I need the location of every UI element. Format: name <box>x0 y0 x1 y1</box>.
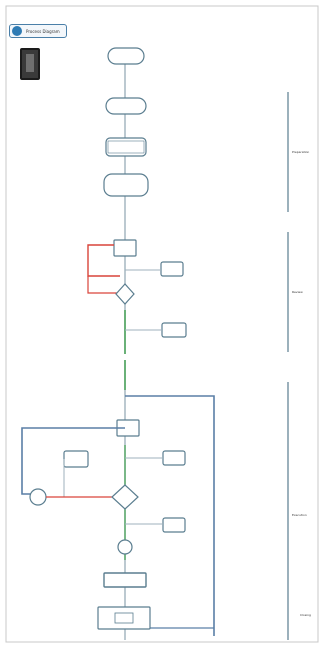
right-note-box-2 <box>162 517 186 533</box>
process-node-2 <box>105 137 147 157</box>
review-feedback-loop <box>87 244 120 277</box>
review-feedback-return <box>87 276 118 294</box>
lane-label-review: Review <box>292 290 303 294</box>
lane-label-closing: Closing <box>300 613 311 617</box>
execution-left-loop <box>21 427 125 495</box>
decision-diamond-2 <box>111 484 139 510</box>
lane-label-preparation: Preparation <box>292 150 309 154</box>
decision-diamond-1 <box>115 283 135 305</box>
process-node-3 <box>103 173 149 197</box>
diagram-badge: Process Diagram <box>9 24 67 38</box>
review-side-box <box>160 261 184 277</box>
right-note-box-1 <box>162 450 186 466</box>
left-note-box <box>63 450 89 468</box>
final-group-box <box>97 606 151 630</box>
intermediate-event-circle <box>117 539 133 555</box>
start-terminator <box>107 47 145 65</box>
loop-connector-circle <box>29 488 47 506</box>
device-screen <box>26 54 34 72</box>
spine-label-bg <box>119 354 131 360</box>
badge-label: Process Diagram <box>26 28 60 34</box>
closing-task-box <box>103 572 147 588</box>
badge-logo-icon <box>12 26 22 36</box>
final-group-inner <box>114 612 134 624</box>
page-border <box>5 5 319 643</box>
mid-side-box <box>161 322 187 338</box>
lane-label-execution: Execution <box>292 513 307 517</box>
process-node-2-inner <box>107 140 145 154</box>
process-node-1 <box>105 97 147 115</box>
execution-loop-top-right <box>125 395 215 636</box>
review-task-box <box>113 239 137 257</box>
device-thumbnail-icon <box>20 48 40 80</box>
